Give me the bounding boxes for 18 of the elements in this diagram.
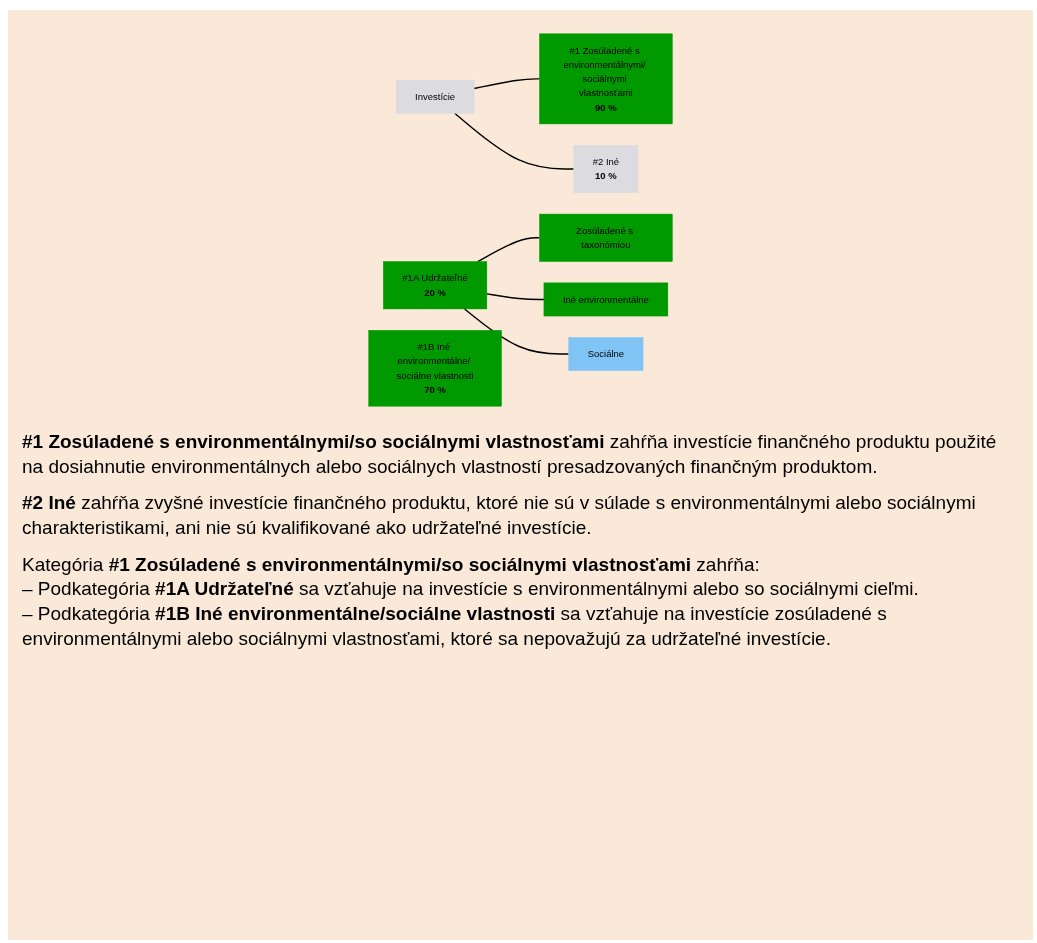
connector (473, 78, 541, 90)
note-paragraph: – Podkategória #1B Iné environmentálne/sociálne vlastnosti sa vzťahuje na investície zosúladené s environmentálnymi alebo sociálnymi vlastnosťami, ktoré sa nepovažujú za udržateľné investície. (22, 602, 888, 651)
note-paragraph: #1 Zosúladené s environmentálnymi/so sociálnymi vlastnosťami zahŕňa investície finančného produktu použité na dosiahnutie environmentálnych alebo sociálnych vlastností presadzovaných finančným produktom. (22, 430, 998, 479)
note-paragraph: – Podkategória #1A Udržateľné sa vzťahuje na investície s environmentálnymi alebo so sociálnymi cieľmi. (22, 577, 920, 602)
node-box: #1A Udržateľné 20 % (383, 261, 488, 310)
connector (454, 112, 575, 170)
node-box: #1B Iné environmentálne/ sociálne vlastnosti 70 % (368, 330, 502, 407)
node-box: Investície (395, 79, 475, 114)
connector (477, 237, 541, 263)
node-box: #1 Zosúladené s environmentálnymi/ sociálnymi vlastnosťami 90 % (539, 33, 673, 125)
node-box: Iné environmentálne (543, 282, 669, 317)
node-box: Zosúladené s taxonómiou (539, 213, 673, 262)
note-paragraph: Kategória #1 Zosúladené s environmentálnymi/so sociálnymi vlastnosťami zahŕňa: (22, 552, 761, 577)
connector (463, 308, 570, 355)
node-box: #2 Iné 10 % (573, 145, 639, 193)
node-box: Sociálne (568, 337, 644, 371)
connector (486, 293, 545, 301)
note-paragraph: #2 Iné zahŕňa zvyšné investície finančného produktu, ktoré nie sú v súlade s environmentálnymi alebo sociálnymi charakteristikami, ani nie sú kvalifikované ako udržateľné investície. (22, 491, 977, 541)
